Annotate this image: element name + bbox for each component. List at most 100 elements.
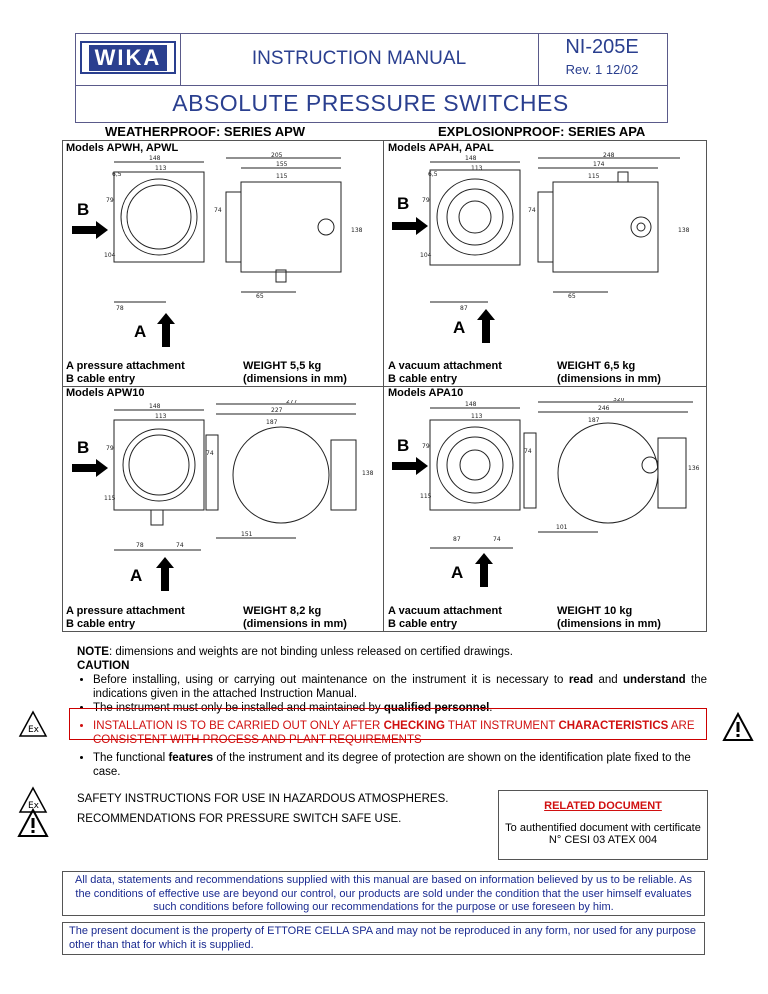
caption-b: B cable entry bbox=[66, 618, 136, 630]
dim-label: 136 bbox=[688, 465, 700, 472]
svg-text:Ex: Ex bbox=[28, 801, 40, 811]
models-label: Models APA10 bbox=[388, 387, 464, 399]
dim-label: 148 bbox=[465, 155, 477, 162]
marker-b: B bbox=[77, 200, 90, 219]
grid-divider bbox=[62, 386, 706, 387]
dim-label: 151 bbox=[241, 531, 253, 538]
arrow-right-icon bbox=[392, 457, 428, 475]
dim-label: 248 bbox=[603, 152, 615, 159]
models-label: Models APAH, APAL bbox=[388, 142, 494, 154]
related-line: N° CESI 03 ATEX 004 bbox=[548, 834, 658, 846]
page-title: ABSOLUTE PRESSURE SWITCHES bbox=[172, 90, 569, 116]
dim-label: 115 bbox=[104, 495, 116, 502]
models-label: Models APW10 bbox=[66, 387, 145, 399]
dim-label: 74 bbox=[528, 207, 536, 214]
svg-text:Ex: Ex bbox=[28, 725, 40, 735]
dim-label: 246 bbox=[598, 405, 610, 412]
dim-label: 87 bbox=[453, 536, 461, 543]
warning-triangle-icon bbox=[17, 808, 49, 837]
property-notice: The present document is the property of … bbox=[62, 922, 705, 955]
document-code: NI-205E bbox=[565, 36, 639, 58]
marker-a: A bbox=[451, 563, 464, 582]
weight: WEIGHT 10 kg bbox=[557, 605, 633, 617]
marker-b: B bbox=[397, 194, 410, 213]
dim-label: 174 bbox=[593, 161, 605, 168]
weight: WEIGHT 5,5 kg bbox=[243, 360, 322, 372]
ex-hazard-icon: Ex bbox=[18, 710, 48, 737]
safety-ex-text: SAFETY INSTRUCTIONS FOR USE IN HAZARDOUS… bbox=[77, 793, 449, 805]
dim-label: 277 bbox=[286, 400, 298, 405]
dim-label: 79 bbox=[106, 445, 114, 452]
dim-label: 148 bbox=[465, 401, 477, 408]
dim-label: 79 bbox=[106, 197, 114, 204]
caption-a: A vacuum attachment bbox=[388, 360, 502, 372]
note-text: : dimensions and weights are not binding… bbox=[108, 646, 513, 658]
notes-block: NOTE: dimensions and weights are not bin… bbox=[77, 645, 707, 779]
arrow-up-icon bbox=[477, 309, 495, 343]
drawing-apw10: 148 113 277 227 187 79 74 138 115 78 74 … bbox=[104, 400, 374, 551]
safety-rec-text: RECOMMENDATIONS FOR PRESSURE SWITCH SAFE… bbox=[77, 813, 402, 825]
dim-label: 113 bbox=[471, 165, 483, 172]
drawing-apa: 148 113 6,5 248 174 115 79 74 138 104 87… bbox=[420, 152, 690, 312]
dim-label: 78 bbox=[136, 542, 144, 549]
dim-label: 79 bbox=[422, 443, 430, 450]
caution-item-warning: INSTALLATION IS TO BE CARRIED OUT ONLY A… bbox=[93, 719, 707, 747]
note-label: NOTE bbox=[77, 646, 109, 658]
arrow-up-icon bbox=[475, 553, 493, 587]
caution-label: CAUTION bbox=[77, 660, 130, 672]
arrow-right-icon bbox=[392, 217, 428, 235]
caution-item: Before installing, using or carrying out… bbox=[93, 673, 707, 701]
arrow-right-icon bbox=[72, 221, 108, 239]
marker-a: A bbox=[134, 322, 147, 341]
dim-label: 74 bbox=[493, 536, 501, 543]
arrow-up-icon bbox=[156, 557, 174, 591]
dim-label: 187 bbox=[588, 417, 600, 424]
marker-a: A bbox=[130, 566, 143, 585]
caption-a: A pressure attachment bbox=[66, 360, 185, 372]
dim-label: 74 bbox=[206, 450, 214, 457]
dim-label: 113 bbox=[155, 165, 167, 172]
left-section-heading: WEATHERPROOF: SERIES APW bbox=[105, 124, 306, 139]
caption-b: B cable entry bbox=[388, 618, 458, 630]
related-document-link[interactable]: RELATED DOCUMENT bbox=[544, 800, 662, 812]
related-document-box: RELATED DOCUMENT To authentified documen… bbox=[498, 790, 708, 860]
dim-label: 113 bbox=[471, 413, 483, 420]
dim-label: 113 bbox=[155, 413, 167, 420]
dim-label: 101 bbox=[556, 524, 568, 531]
dim-label: 87 bbox=[460, 305, 468, 312]
dim-label: 65 bbox=[256, 293, 264, 300]
title-frame bbox=[75, 84, 668, 123]
models-label: Models APWH, APWL bbox=[66, 142, 179, 154]
dims-note: (dimensions in mm) bbox=[243, 373, 347, 385]
dim-label: 78 bbox=[116, 305, 124, 312]
arrow-up-icon bbox=[157, 313, 175, 347]
grid-divider bbox=[383, 140, 384, 631]
dim-label: 74 bbox=[524, 448, 532, 455]
dim-label: 205 bbox=[271, 152, 283, 159]
dims-note: (dimensions in mm) bbox=[557, 618, 661, 630]
disclaimer-box: All data, statements and recommendations… bbox=[62, 871, 705, 916]
drawing-apa10: 148 113 320 246 187 79 74 136 115 87 74 … bbox=[420, 398, 700, 549]
dim-label: 148 bbox=[149, 155, 161, 162]
dim-label: 148 bbox=[149, 403, 161, 410]
marker-a: A bbox=[453, 318, 466, 337]
header-divider bbox=[180, 33, 181, 85]
dim-label: 115 bbox=[588, 173, 600, 180]
dim-label: 115 bbox=[276, 173, 288, 180]
header-frame bbox=[75, 33, 668, 86]
logo-text: WIKA bbox=[88, 44, 168, 71]
dim-label: 6,5 bbox=[112, 171, 122, 178]
caption-b: B cable entry bbox=[388, 373, 458, 385]
weight: WEIGHT 6,5 kg bbox=[557, 360, 636, 372]
dim-label: 155 bbox=[276, 161, 288, 168]
dim-label: 320 bbox=[613, 398, 625, 403]
dim-label: 65 bbox=[568, 293, 576, 300]
dim-label: 138 bbox=[362, 470, 374, 477]
warning-triangle-icon bbox=[722, 712, 754, 741]
dim-label: 104 bbox=[104, 252, 116, 259]
dim-label: 187 bbox=[266, 419, 278, 426]
header-divider bbox=[538, 33, 539, 85]
dim-label: 6,5 bbox=[428, 171, 438, 178]
dims-note: (dimensions in mm) bbox=[557, 373, 661, 385]
dim-label: 74 bbox=[176, 542, 184, 549]
